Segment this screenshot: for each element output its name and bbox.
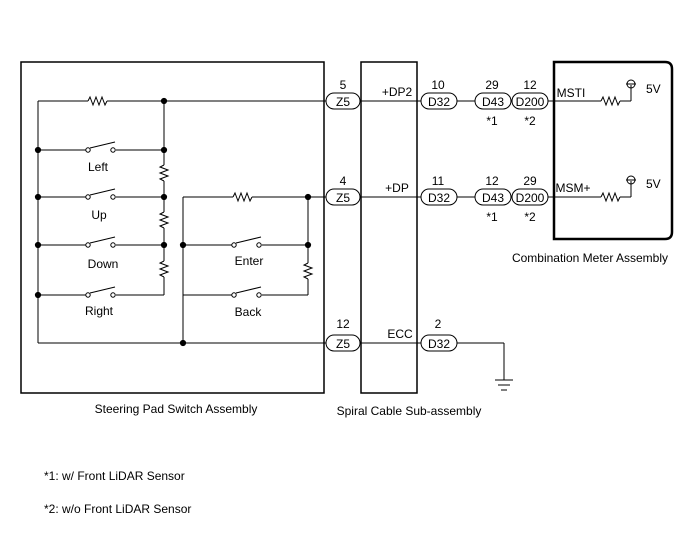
connector-d200-row2: D200 xyxy=(516,191,545,205)
combination-meter-box xyxy=(552,60,674,241)
signal-dp-label: +DP xyxy=(385,181,409,195)
pin-z5-row3: 12 xyxy=(336,317,350,331)
meter-circuit xyxy=(554,79,636,203)
connector-z5-row3: Z5 xyxy=(336,337,350,351)
mark2-row2: *2 xyxy=(524,210,536,224)
junction-dots xyxy=(34,97,312,347)
connector-d32-row1: D32 xyxy=(428,95,450,109)
pin-d32-row1: 10 xyxy=(431,78,445,92)
pin-d43-row1: 29 xyxy=(485,78,499,92)
footnote-2: *2: w/o Front LiDAR Sensor xyxy=(44,502,191,516)
switch-left-label: Left xyxy=(88,160,109,174)
steering-pad-switch-box xyxy=(20,61,325,394)
footnote-1: *1: w/ Front LiDAR Sensor xyxy=(44,469,185,483)
connector-d32-row3: D32 xyxy=(428,337,450,351)
connector-z5-row1: Z5 xyxy=(336,95,350,109)
steering-pad-label: Steering Pad Switch Assembly xyxy=(95,402,258,416)
connector-d43-row1: D43 xyxy=(482,95,504,109)
connector-z5-row2: Z5 xyxy=(336,191,350,205)
mark2-row1: *2 xyxy=(524,114,536,128)
connector-d43-row2: D43 xyxy=(482,191,504,205)
spiral-cable-label: Spiral Cable Sub-assembly xyxy=(337,404,482,418)
pin-z5-row2: 4 xyxy=(340,174,347,188)
switch-right-label: Right xyxy=(85,304,114,318)
connector-d32-row2: D32 xyxy=(428,191,450,205)
mark1-row1: *1 xyxy=(486,114,498,128)
spiral-cable-box xyxy=(360,61,418,394)
connector-d200-row1: D200 xyxy=(516,95,545,109)
pin-d32-row2: 11 xyxy=(432,174,445,188)
switch-back-label: Back xyxy=(235,305,263,319)
pin-d43-row2: 12 xyxy=(485,174,499,188)
meter-5v-top-label: 5V xyxy=(646,82,661,96)
signal-dp2-label: +DP2 xyxy=(382,85,413,99)
meter-msti-label: MSTI xyxy=(557,86,586,100)
switch-down-label: Down xyxy=(88,257,119,271)
meter-msm-label: MSM+ xyxy=(555,181,590,195)
combination-meter-label: Combination Meter Assembly xyxy=(512,251,668,265)
meter-5v-bottom-label: 5V xyxy=(646,177,661,191)
signal-ecc-label: ECC xyxy=(387,327,413,341)
pin-d32-row3: 2 xyxy=(435,317,442,331)
mark1-row2: *1 xyxy=(486,210,498,224)
switch-enter-label: Enter xyxy=(235,254,264,268)
switch-up-label: Up xyxy=(91,208,107,222)
pin-z5-row1: 5 xyxy=(340,78,347,92)
connector-ovals xyxy=(325,92,549,352)
pin-d200-row2: 29 xyxy=(523,174,537,188)
steering-pad-circuit xyxy=(37,95,324,344)
pin-d200-row1: 12 xyxy=(523,78,537,92)
